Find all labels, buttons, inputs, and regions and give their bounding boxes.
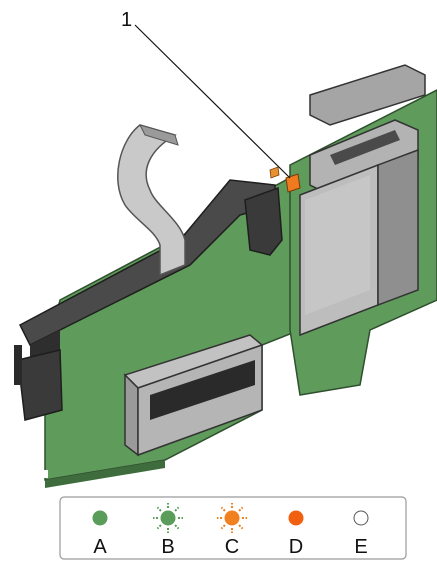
sd-slot-upper-top xyxy=(309,64,426,126)
sd-slot-body-side xyxy=(377,148,419,307)
legend-letter-c: C xyxy=(225,536,239,558)
legend-item-b: B xyxy=(153,503,183,558)
led-solid-icon xyxy=(92,510,108,526)
led-secondary xyxy=(269,166,280,179)
plastic-bracket xyxy=(14,179,283,421)
callout-leader-line xyxy=(134,24,291,179)
legend-letter-b: B xyxy=(161,536,174,558)
led-legend: A B C D E xyxy=(59,496,407,560)
legend-item-a: A xyxy=(92,510,108,558)
status-led xyxy=(269,166,301,193)
blink-rays-icon xyxy=(153,503,183,533)
legend-item-e: E xyxy=(353,510,369,558)
ribbon-cable-body xyxy=(117,124,186,277)
board-connector xyxy=(123,334,264,457)
legend-item-d: D xyxy=(288,510,304,558)
sd-slot-lower-opening xyxy=(330,130,400,165)
latch-clip xyxy=(17,349,63,421)
blink-rays-icon xyxy=(217,503,247,533)
legend-item-c: C xyxy=(217,503,247,558)
led-off-icon xyxy=(353,510,369,526)
led-body xyxy=(285,173,301,193)
sd-slot-body-recess xyxy=(305,175,370,315)
ribbon-cable-fold xyxy=(139,124,179,146)
connector-slot xyxy=(150,360,255,420)
legend-letter-a: A xyxy=(93,536,107,558)
sd-card-slots xyxy=(299,64,426,337)
led-blinking-icon xyxy=(160,510,176,526)
callout-number: 1 xyxy=(121,9,132,31)
ribbon-cable xyxy=(117,124,186,277)
board-edge xyxy=(45,460,165,488)
legend-letter-e: E xyxy=(354,536,367,558)
board-bottom-edge xyxy=(40,470,48,478)
legend-letter-d: D xyxy=(289,536,303,558)
connector-front xyxy=(124,373,139,457)
led-solid-icon xyxy=(288,510,304,526)
bracket-vertical-post xyxy=(244,186,283,256)
led-blinking-icon xyxy=(224,510,240,526)
latch-clip-side xyxy=(14,345,22,385)
